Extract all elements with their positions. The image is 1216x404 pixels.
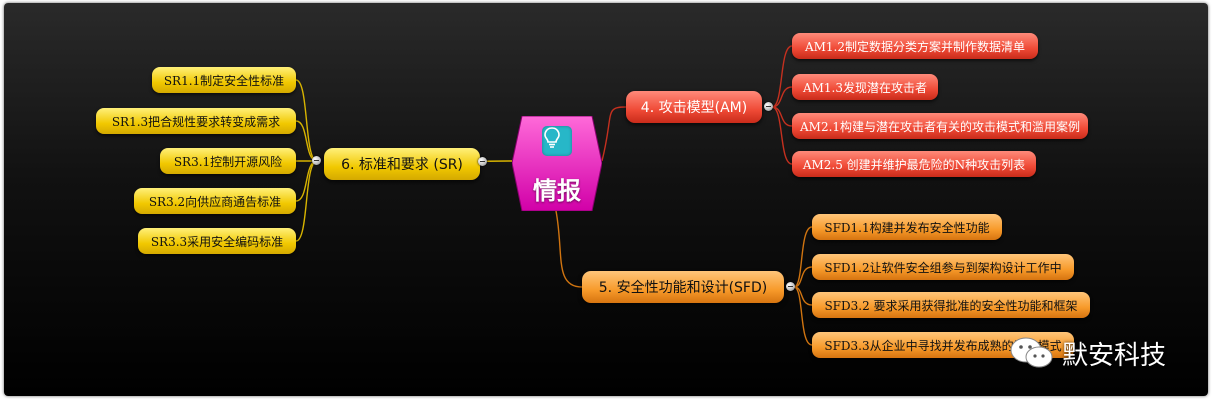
branch-sfd[interactable]: 5. 安全性功能和设计(SFD)	[582, 271, 784, 303]
leaf-am-4[interactable]: AM2.5 创建并维护最危险的N种攻击列表	[792, 151, 1036, 177]
branch-sr-label: 6. 标准和要求 (SR)	[341, 157, 463, 173]
center-node[interactable]: 情报	[512, 116, 602, 211]
leaf-am-1[interactable]: AM1.2制定数据分类方案并制作数据清单	[792, 33, 1038, 59]
leaf-am-2[interactable]: AM1.3发现潜在攻击者	[792, 74, 938, 100]
branch-am[interactable]: 4. 攻击模型(AM)	[626, 91, 762, 123]
leaf-sr-5[interactable]: SR3.3采用安全编码标准	[138, 228, 296, 254]
wechat-icon	[1010, 337, 1053, 368]
watermark-text: 默安科技	[1062, 340, 1167, 371]
branch-am-label: 4. 攻击模型(AM)	[640, 100, 748, 116]
collapse-toggle-sr[interactable]	[312, 156, 321, 165]
branch-sr[interactable]: 6. 标准和要求 (SR)	[324, 148, 480, 180]
leaf-am-3[interactable]: AM2.1构建与潜在攻击者有关的攻击模式和滥用案例	[792, 113, 1088, 139]
edge-center-am	[601, 106, 627, 162]
leaf-sfd-2[interactable]: SFD1.2让软件安全组参与到架构设计工作中	[812, 254, 1074, 280]
lightbulb-icon	[542, 126, 572, 156]
watermark: 默安科技	[1008, 333, 1188, 373]
mindmap-canvas: 情报 6. 标准和要求 (SR) SR1.1制定安全性标准 SR1.3把合规性要…	[4, 3, 1208, 396]
center-node-shape	[512, 116, 602, 211]
branch-sfd-label: 5. 安全性功能和设计(SFD)	[598, 280, 768, 296]
leaf-sr-1[interactable]: SR1.1制定安全性标准	[152, 67, 296, 93]
leaf-sfd-3[interactable]: SFD3.2 要求采用获得批准的安全性功能和框架	[812, 292, 1090, 318]
center-title: 情报	[533, 177, 581, 205]
leaf-sfd-4[interactable]: SFD3.3从企业中寻找并发布成熟的设计模式	[812, 332, 1074, 358]
leaf-sfd-1[interactable]: SFD1.1构建并发布安全性功能	[812, 214, 1002, 240]
edge-center-sfd	[555, 210, 583, 288]
connector-dot-sr	[478, 157, 487, 166]
leaf-sr-4[interactable]: SR3.2向供应商通告标准	[134, 188, 296, 214]
leaf-sr-2[interactable]: SR1.3把合规性要求转变成需求	[96, 108, 296, 134]
collapse-toggle-sfd[interactable]	[786, 282, 795, 291]
collapse-toggle-am[interactable]	[764, 102, 773, 111]
leaf-sr-3[interactable]: SR3.1控制开源风险	[160, 148, 296, 174]
